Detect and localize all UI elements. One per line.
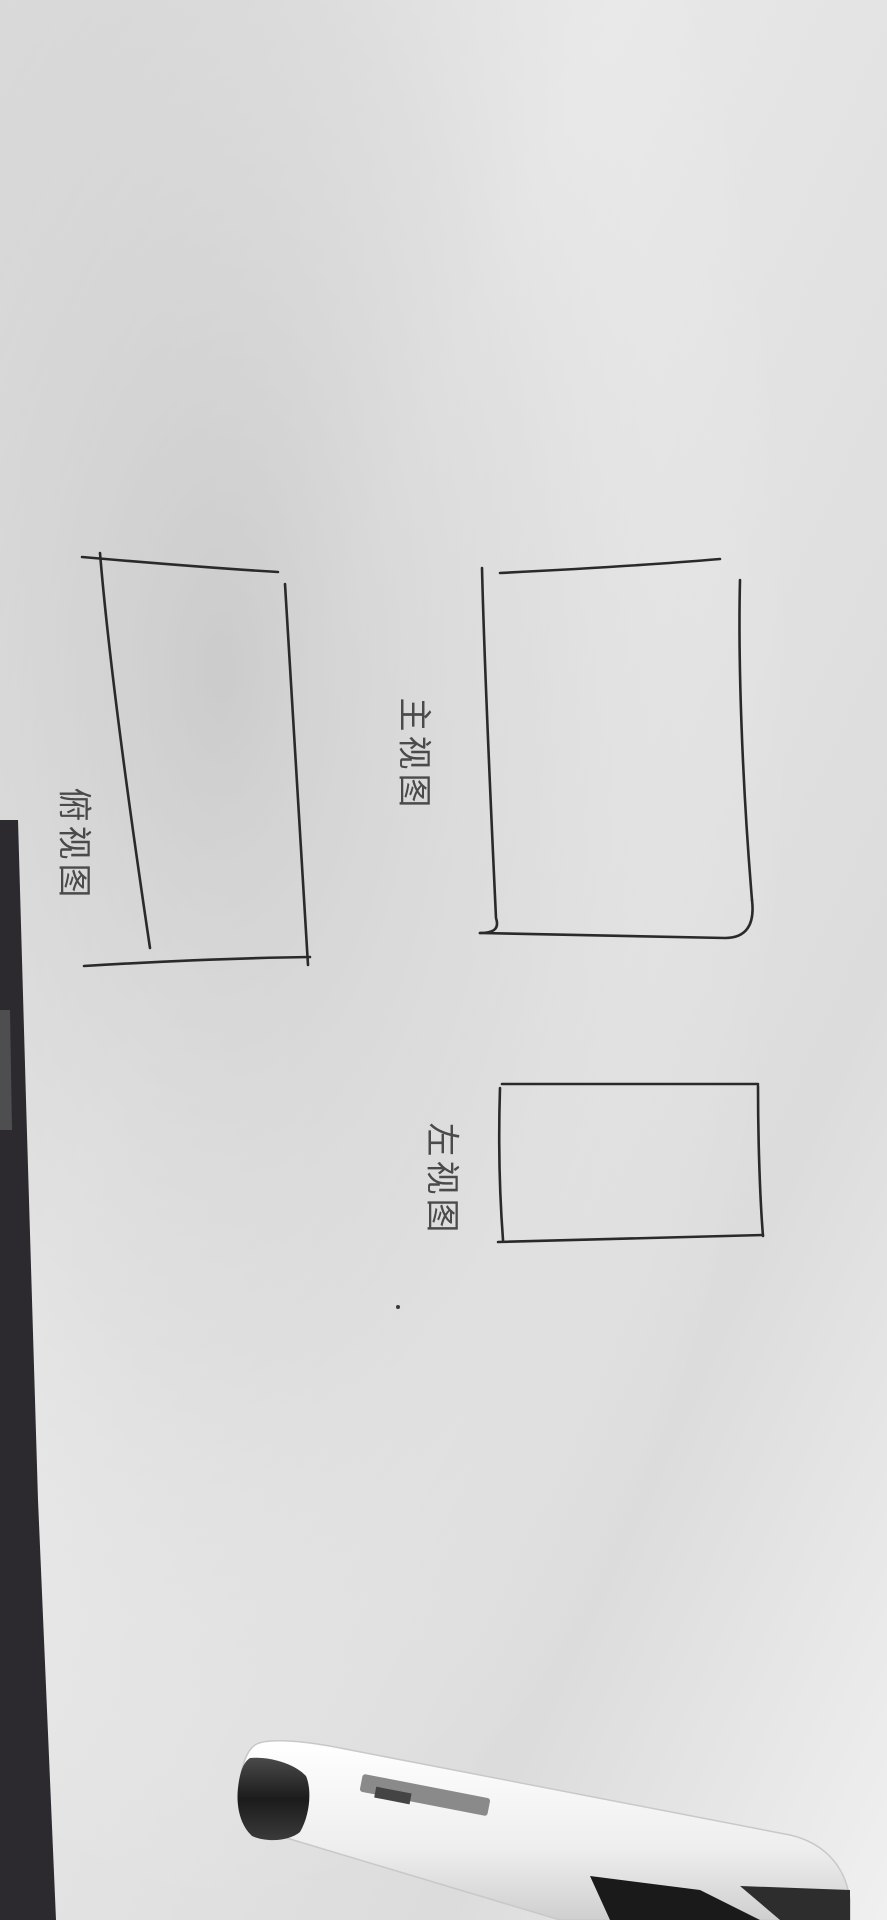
- board-frame-edge: [0, 820, 56, 1920]
- pen-tip-section: [740, 1886, 850, 1920]
- rectangle-top-view: [478, 557, 754, 940]
- pen-print: [359, 1774, 491, 1816]
- pen-print-block: [374, 1786, 412, 1805]
- ink-dot: [396, 1305, 400, 1309]
- rectangle-side-view: [496, 1082, 765, 1244]
- label-left-view: 俯视图: [53, 787, 94, 902]
- frame-highlight: [0, 1010, 12, 1130]
- pen-grip: [590, 1876, 760, 1920]
- label-top-view: 主视图: [393, 697, 434, 812]
- pen-cap: [237, 1757, 310, 1841]
- label-side-view: 左视图: [421, 1122, 462, 1237]
- rectangle-left-view: [80, 551, 312, 968]
- pen: [237, 1739, 851, 1920]
